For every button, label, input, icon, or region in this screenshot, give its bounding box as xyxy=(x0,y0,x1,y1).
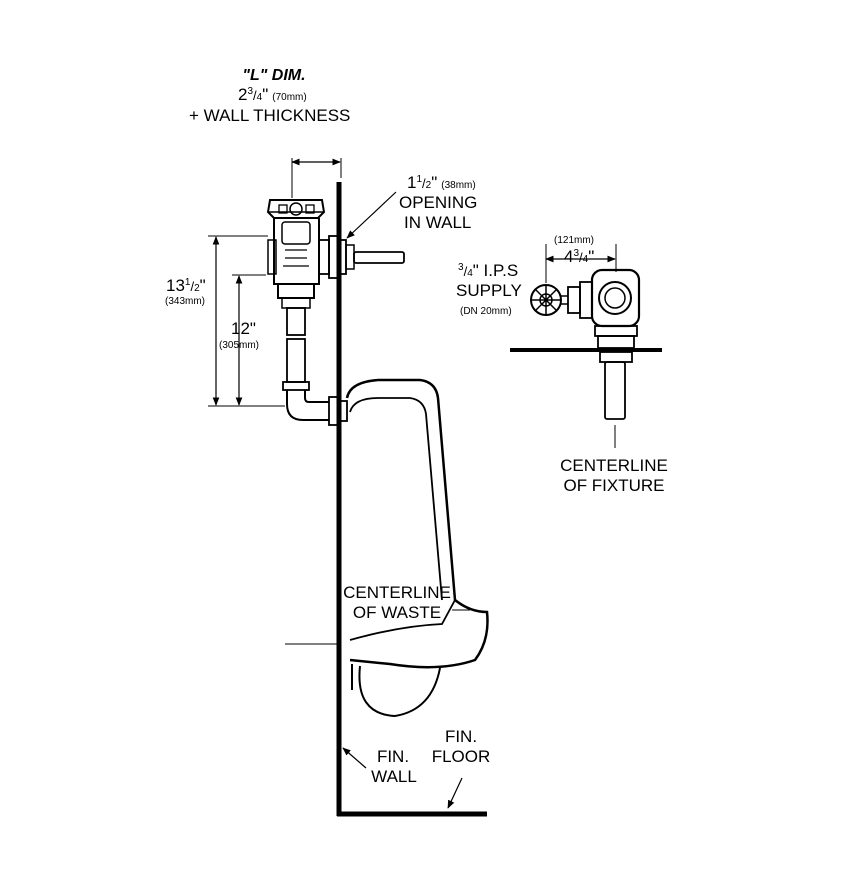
height-13-1-2-dimension-line xyxy=(208,235,285,407)
height-12-dimension-line xyxy=(232,274,266,406)
offset-mm-label: (121mm) xyxy=(554,235,594,246)
offset-4-3-4-label: 43/4" xyxy=(564,247,594,266)
l-dim-title: "L" DIM. xyxy=(242,67,305,84)
offset-4-3-4-dimension-line xyxy=(545,244,617,283)
height-13-1-2-mm-label: (343mm) xyxy=(165,296,205,307)
centerline-waste-line1-label: CENTERLINE xyxy=(343,583,451,602)
fin-wall-line1-label: FIN. xyxy=(377,747,409,766)
opening-in-wall-leader xyxy=(346,191,397,239)
supply-label: SUPPLY xyxy=(456,281,522,300)
centerline-of-waste-line xyxy=(285,609,470,645)
fin-floor-leader xyxy=(447,777,463,809)
urinal-side-view xyxy=(345,378,489,718)
height-12-label: 12" xyxy=(231,319,256,338)
fin-floor-line2-label: FLOOR xyxy=(432,747,491,766)
l-dim-dimension-line xyxy=(291,158,342,198)
centerline-fixture-line2-label: OF FIXTURE xyxy=(563,476,664,495)
opening-line2-label: IN WALL xyxy=(404,213,471,232)
supply-dn-label: (DN 20mm) xyxy=(460,306,512,317)
flush-valve-top-view xyxy=(530,268,641,420)
supply-size-label: 3/4" I.P.S xyxy=(458,261,518,280)
l-dim-value: 23/4"(70mm) xyxy=(238,85,307,104)
opening-size-label: 11/2"(38mm) xyxy=(407,173,476,192)
height-13-1-2-label: 131/2" xyxy=(166,276,206,295)
flush-valve-side-view xyxy=(266,199,405,426)
fin-wall-leader xyxy=(342,747,367,769)
fin-wall-line2-label: WALL xyxy=(371,767,417,786)
opening-line1-label: OPENING xyxy=(399,193,477,212)
centerline-waste-line2-label: OF WASTE xyxy=(353,603,441,622)
centerline-fixture-line1-label: CENTERLINE xyxy=(560,456,668,475)
fin-floor-line1-label: FIN. xyxy=(445,727,477,746)
wall-thickness-label: + WALL THICKNESS xyxy=(189,106,350,125)
height-12-mm-label: (305mm) xyxy=(219,340,259,351)
